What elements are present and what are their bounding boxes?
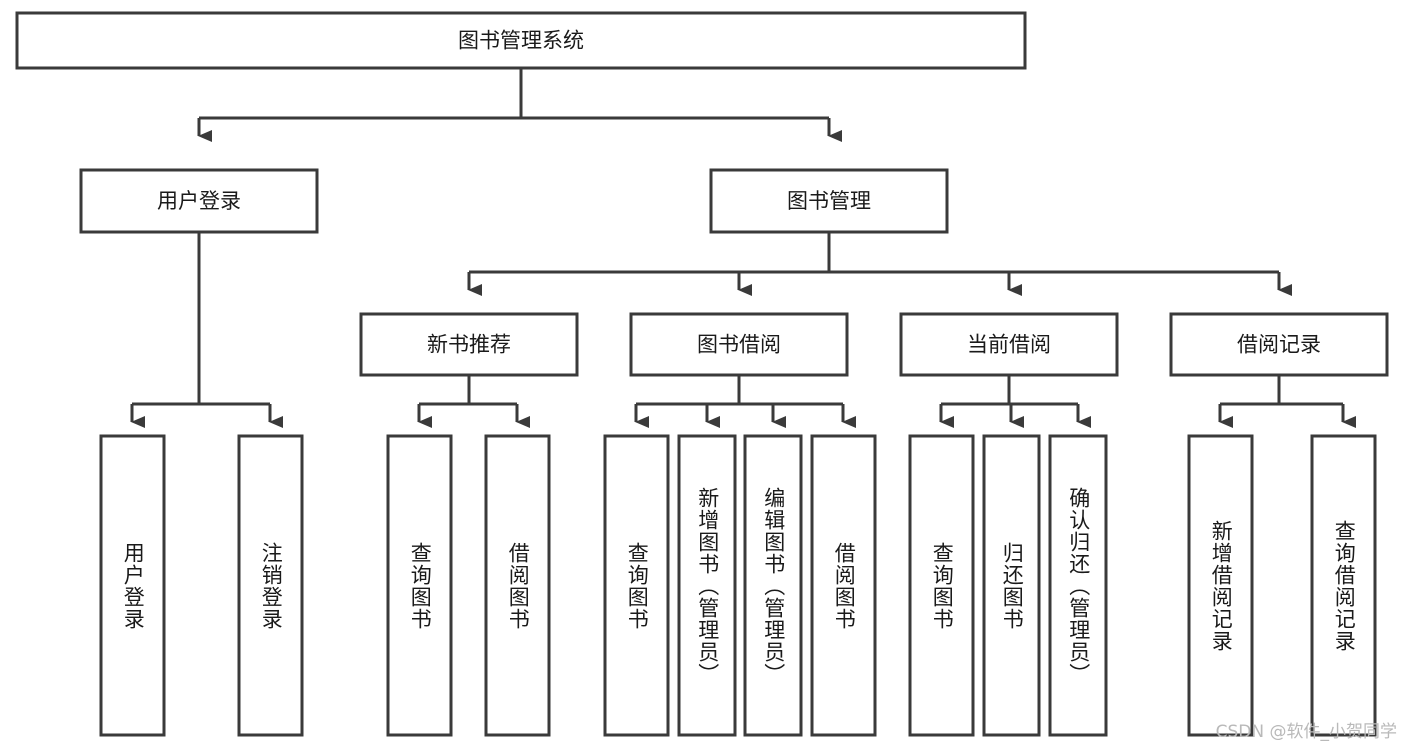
node-level3-box-0[interactable] (359, 312, 579, 377)
node-level3-label-3: 借阅记录 (1237, 333, 1321, 357)
node-leaf-box-5[interactable] (677, 434, 737, 737)
node-leaf-box-11[interactable] (1187, 434, 1254, 737)
node-leaf-box-8[interactable] (908, 434, 975, 737)
node-level3-box-2[interactable] (899, 312, 1119, 377)
node-leaf-box-12[interactable] (1310, 434, 1377, 737)
node-level2-label-1: 图书管理 (787, 189, 871, 213)
node-level2-box-1[interactable] (709, 168, 949, 234)
node-leaf-box-3[interactable] (484, 434, 551, 737)
node-leaf-box-2[interactable] (386, 434, 453, 737)
node-level3-label-0: 新书推荐 (427, 333, 511, 357)
node-leaf-box-7[interactable] (810, 434, 877, 737)
node-boxes (15, 11, 1389, 737)
node-level3-box-1[interactable] (629, 312, 849, 377)
node-leaf-box-6[interactable] (743, 434, 803, 737)
node-level3-label-2: 当前借阅 (967, 333, 1051, 357)
node-level3-box-3[interactable] (1169, 312, 1389, 377)
node-leaf-box-4[interactable] (603, 434, 670, 737)
node-leaf-box-10[interactable] (1048, 434, 1108, 737)
csdn-watermark: CSDN @软件_小贺同学 (1215, 722, 1397, 742)
node-leaf-box-1[interactable] (237, 434, 304, 737)
node-root-label: 图书管理系统 (458, 29, 584, 53)
connector-lines (130, 68, 1356, 428)
node-leaf-box-0[interactable] (99, 434, 166, 737)
node-level2-box-0[interactable] (79, 168, 319, 234)
node-level3-label-1: 图书借阅 (697, 333, 781, 357)
node-leaf-box-9[interactable] (982, 434, 1041, 737)
node-level2-label-0: 用户登录 (157, 189, 241, 213)
node-root-box[interactable] (15, 11, 1027, 70)
